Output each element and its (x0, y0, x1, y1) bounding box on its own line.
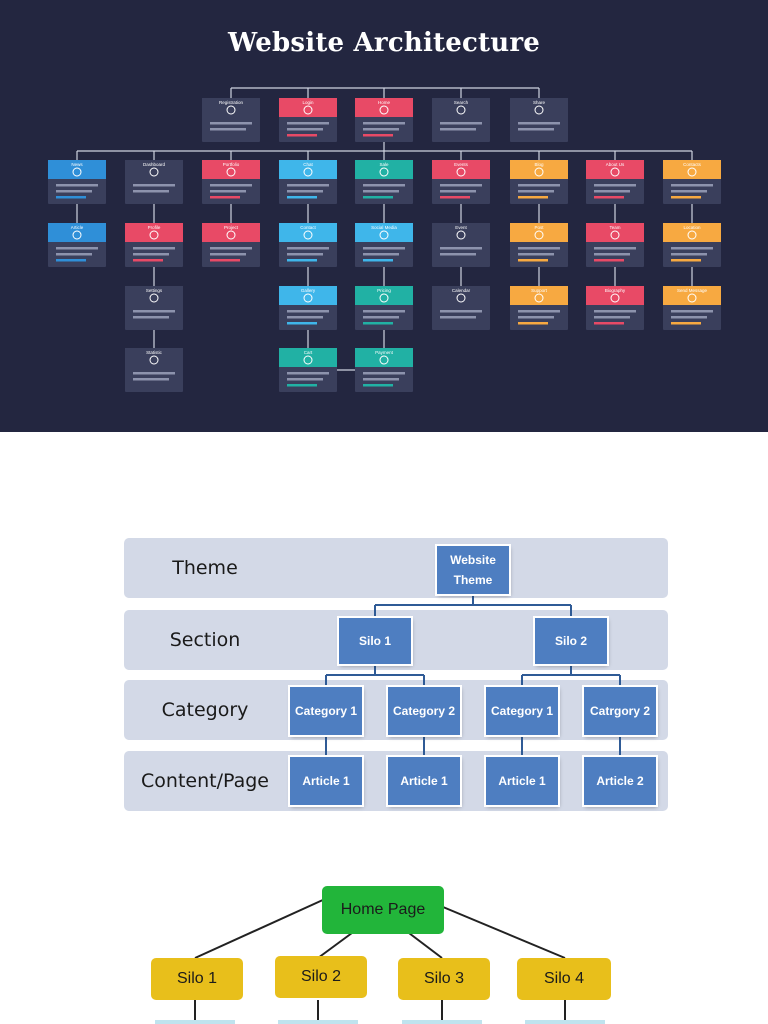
band-label: Section (169, 629, 241, 651)
page-node-label: Share (533, 100, 546, 105)
page-node-label: Settings (146, 288, 163, 293)
page-node-location: Location (663, 223, 721, 267)
page-node-contacts: Contacts (663, 160, 721, 204)
page-node-sale: Sale (355, 160, 413, 204)
page-node-team: Team (586, 223, 644, 267)
page-node-contact: Contact (279, 223, 337, 267)
page-node-label: Sale (379, 162, 389, 167)
page-node-label: Contact (300, 225, 316, 230)
page-node-label: Article (71, 225, 84, 230)
website-theme-box: Website Theme (437, 546, 509, 594)
page-node-settings: Settings (125, 286, 183, 330)
page-node-blog: Blog (510, 160, 568, 204)
silo-1-box: Silo 1 (339, 618, 411, 664)
category-box: Category 1 (290, 687, 362, 735)
page-node-label: Search (454, 100, 469, 105)
page-node-label: Event (455, 225, 467, 230)
page-node-label: Cart (304, 350, 313, 355)
page-node-label: Send Message (677, 288, 708, 293)
page-node-event: Event (432, 223, 490, 267)
page-node-dashboard: Dashboard (125, 160, 183, 204)
page-node-payment: Payment (355, 348, 413, 392)
page-node-share: Share (510, 98, 568, 142)
page-node-label: News (71, 162, 83, 167)
band-label: Content/Page (141, 770, 269, 792)
category-box: Category 2 (388, 687, 460, 735)
silo-2-box: Silo 2 (535, 618, 607, 664)
page-node-chat: Chat (279, 160, 337, 204)
page-node-label: Biography (605, 288, 626, 293)
article-box: Article 2 (584, 757, 656, 805)
page-node-label: Project (224, 225, 239, 230)
silo-node: Silo 2 (275, 956, 367, 998)
page-node-label: Registration (219, 100, 244, 105)
band-label: Theme (172, 557, 238, 579)
page-node-biography: Biography (586, 286, 644, 330)
page-node-label: Contacts (683, 162, 702, 167)
page-node-label: Login (302, 100, 314, 105)
page-node-post: Post (510, 223, 568, 267)
page-node-statistic: Statistic (125, 348, 183, 392)
page-node-label: Team (609, 225, 620, 230)
page-node-label: Support (531, 288, 548, 293)
page-node-label: Dashboard (143, 162, 166, 167)
architecture-connectors (76, 87, 693, 371)
page-node-label: Events (454, 162, 469, 167)
band-theme: Theme (124, 538, 668, 598)
home-page-node: Home Page (322, 886, 444, 934)
infographic-title: Website Architecture (228, 28, 540, 58)
page-node-pricing: Pricing (355, 286, 413, 330)
page-node-registration: Registration (202, 98, 260, 142)
page-node-events: Events (432, 160, 490, 204)
child-node-stub (402, 1020, 482, 1024)
page-node-label: Home (378, 100, 391, 105)
page-node-label: Social Media (371, 225, 397, 230)
page-node-social-media: Social Media (355, 223, 413, 267)
page-node-label: Blog (534, 162, 544, 167)
page-node-label: Calendar (452, 288, 471, 293)
page-node-calendar: Calendar (432, 286, 490, 330)
page-node-article: Article (48, 223, 106, 267)
silo-node: Silo 3 (398, 958, 490, 1000)
band-label: Category (161, 699, 249, 721)
page-node-label: Post (534, 225, 544, 230)
silo-structure-diagram: Theme Section Category Content/Page (124, 538, 668, 814)
page-node-home: Home (355, 98, 413, 142)
category-box: Catrgory 2 (584, 687, 656, 735)
page-node-project: Project (202, 223, 260, 267)
page-node-about-us: About Us (586, 160, 644, 204)
category-box: Category 1 (486, 687, 558, 735)
page-node-label: Location (683, 225, 701, 230)
page-node-gallery: Gallery (279, 286, 337, 330)
page-node-send-message: Send Message (663, 286, 721, 330)
article-box: Article 1 (290, 757, 362, 805)
page-node-label: About Us (606, 162, 625, 167)
page-node-label: Statistic (146, 350, 163, 355)
page-node-label: Chat (303, 162, 313, 167)
page-node-login: Login (279, 98, 337, 142)
page-node-support: Support (510, 286, 568, 330)
page-node-search: Search (432, 98, 490, 142)
page-node-label: Payment (375, 350, 394, 355)
page-node-label: Profile (148, 225, 161, 230)
child-node-stub (155, 1020, 235, 1024)
article-box: Article 1 (486, 757, 558, 805)
page-node-portfolio: Portfolio (202, 160, 260, 204)
child-node-stub (525, 1020, 605, 1024)
page-node-news: News (48, 160, 106, 204)
page-node-profile: Profile (125, 223, 183, 267)
page-node-label: Pricing (377, 288, 391, 293)
silo-node: Silo 1 (151, 958, 243, 1000)
silo-connectors (325, 584, 621, 757)
article-box: Article 1 (388, 757, 460, 805)
page-node-cart: Cart (279, 348, 337, 392)
page-node-label: Gallery (301, 288, 316, 293)
child-node-stub (278, 1020, 358, 1024)
page-node-label: Portfolio (223, 162, 240, 167)
silo-node: Silo 4 (517, 958, 611, 1000)
home-page-silo-tree: Home Page Silo 1 Silo 2 Silo 3 Silo 4 (0, 870, 768, 1024)
